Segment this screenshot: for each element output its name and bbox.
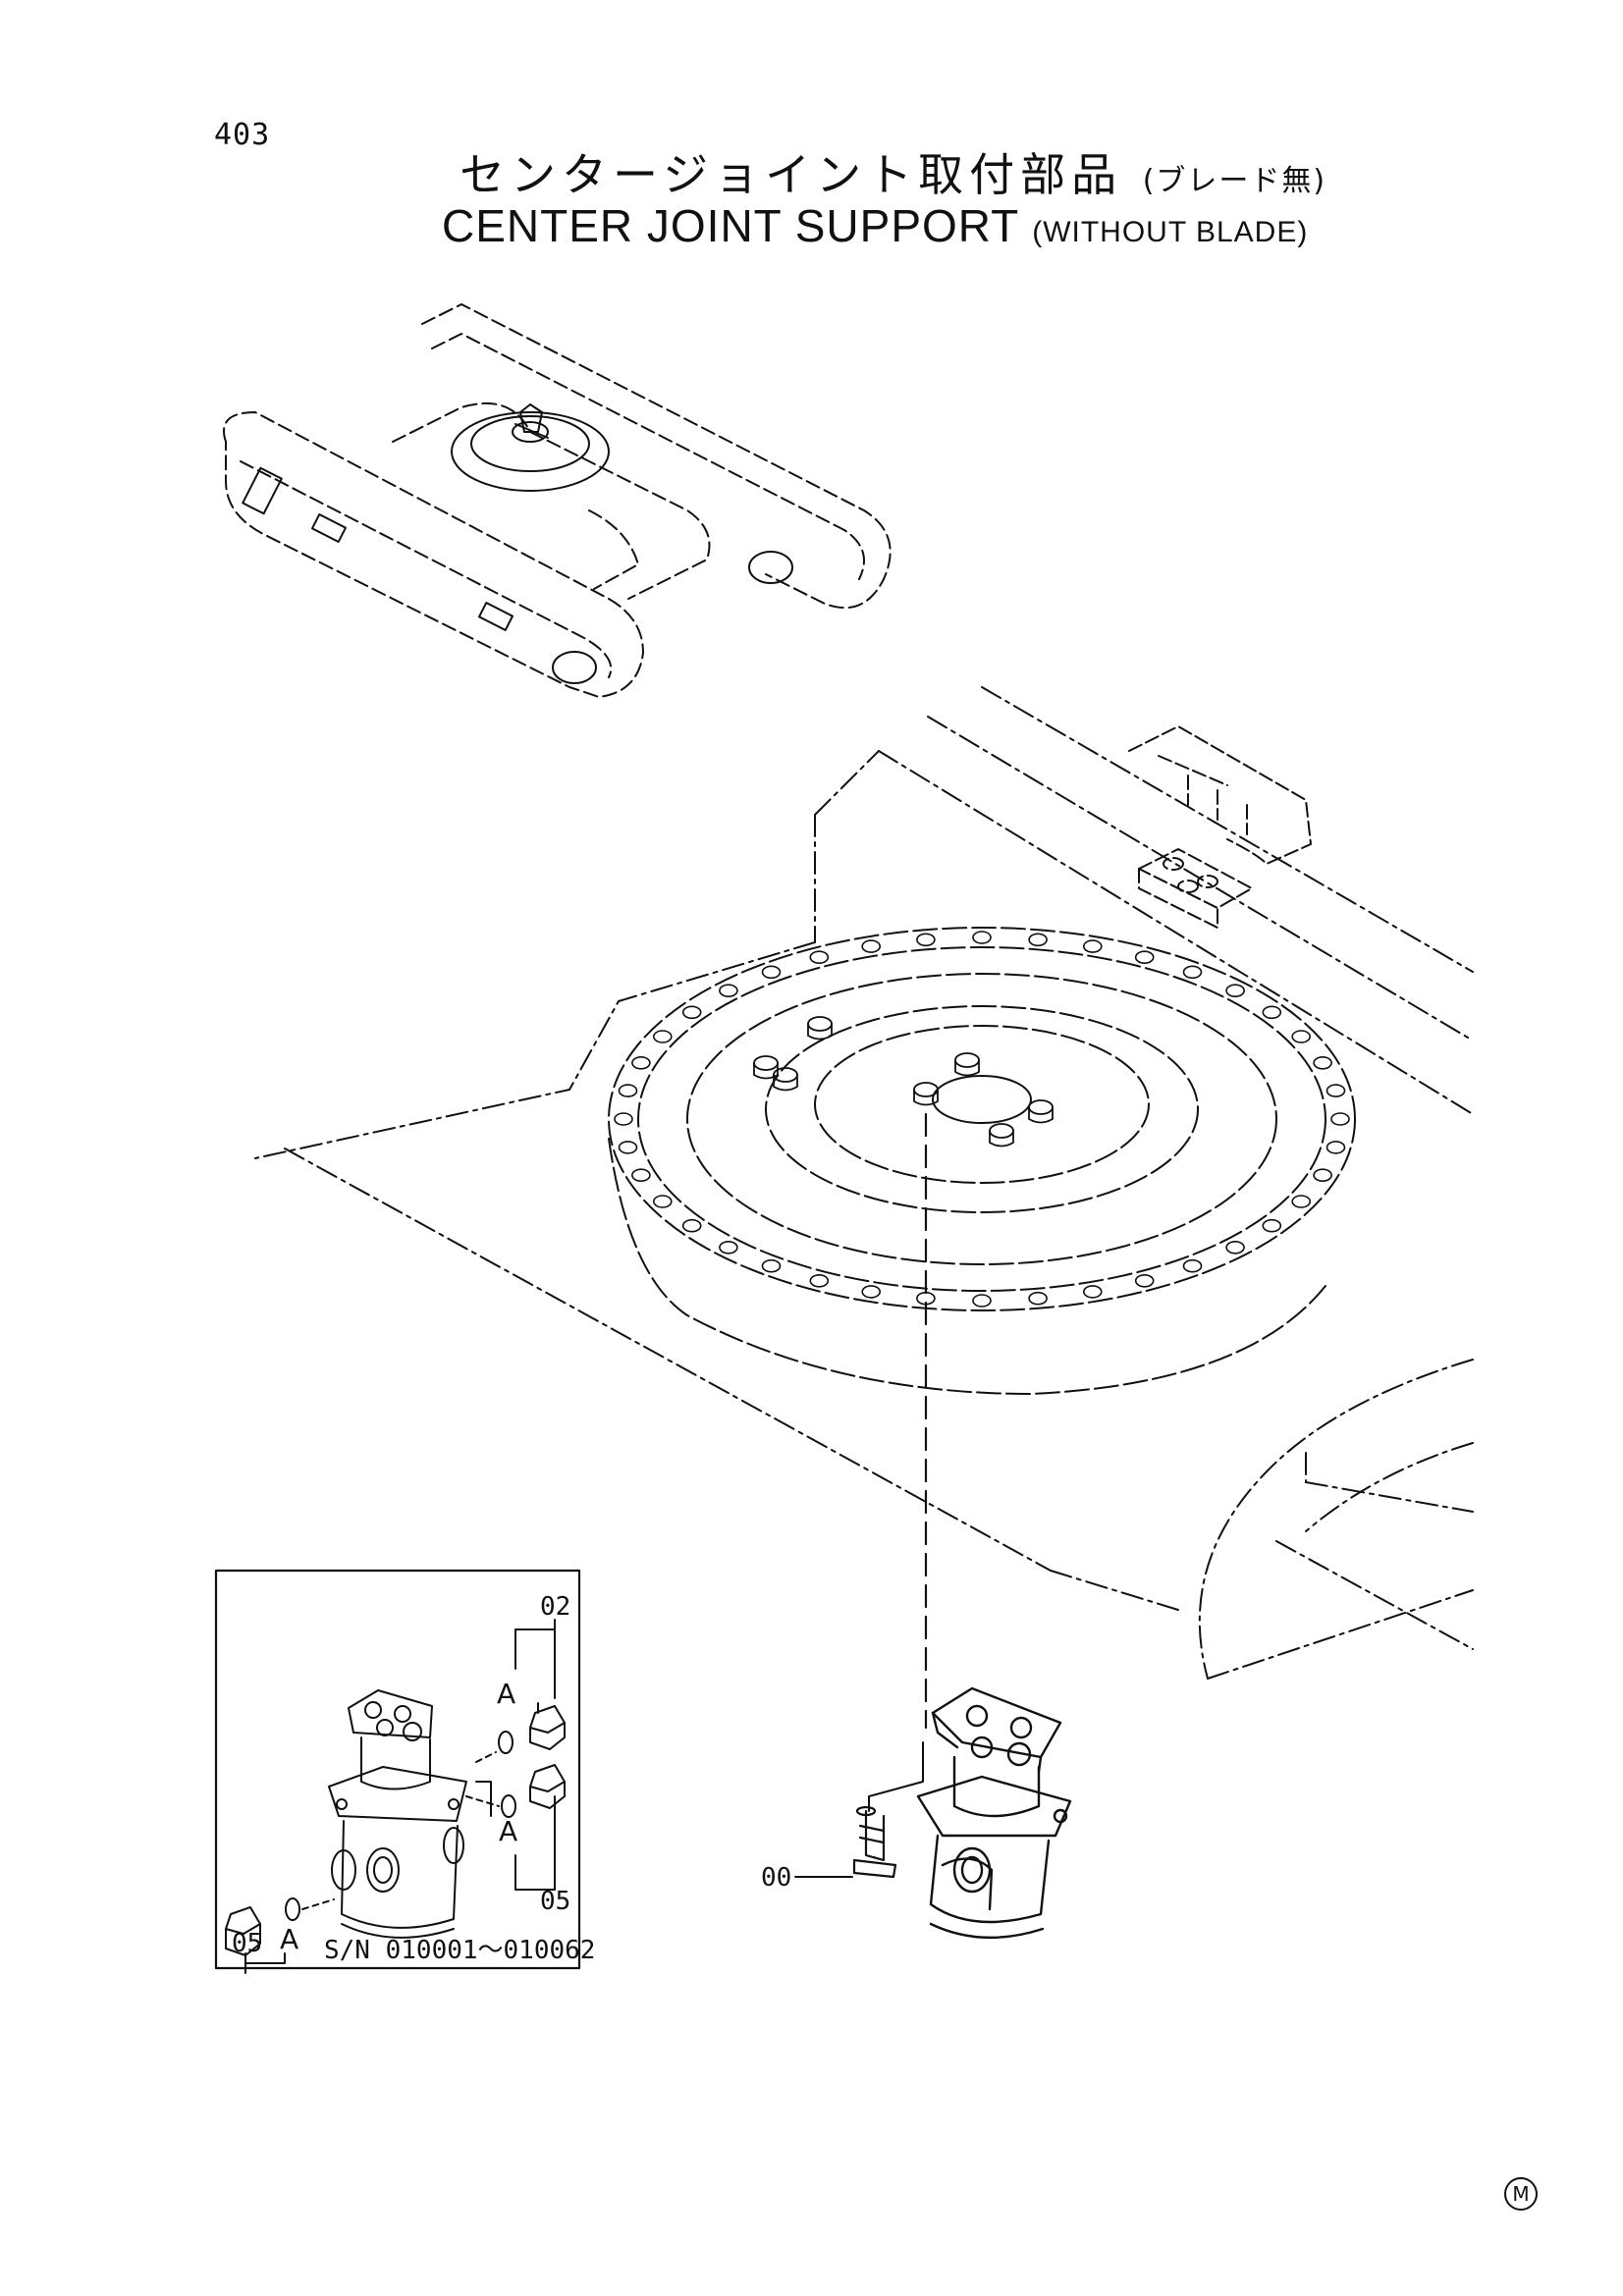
bolt-hole xyxy=(972,931,992,944)
serial-range: S/N 010001～010062 xyxy=(324,1936,595,1965)
bolt-hole xyxy=(614,1112,633,1126)
title-english-main: CENTER JOINT SUPPORT xyxy=(442,200,1019,251)
bolt-hole xyxy=(1330,1112,1350,1126)
bolt-holes xyxy=(614,931,1350,1308)
trademark-circle-icon: M xyxy=(1504,2177,1538,2211)
bolt-hole xyxy=(761,965,782,980)
title-english-sub: (WITHOUT BLADE) xyxy=(1032,216,1309,248)
bolt-hole xyxy=(861,1285,882,1299)
plug-icon xyxy=(529,1702,566,1750)
o-ring-icon xyxy=(285,1731,516,1921)
bolt-hole xyxy=(1083,1285,1103,1299)
ring-studs xyxy=(753,1016,1054,1148)
view-label-a: A xyxy=(497,1678,515,1710)
bolt-hole xyxy=(681,1005,702,1020)
bolt-hole xyxy=(1225,984,1245,998)
bolt-hole xyxy=(809,1274,830,1288)
bolt-hole xyxy=(1291,1195,1311,1208)
center-joint-icon xyxy=(916,1686,1072,1940)
bolt-hole xyxy=(1291,1030,1311,1043)
title-japanese-main: センタージョイント取付部品 xyxy=(460,148,1123,201)
bolt-hole xyxy=(1262,1005,1282,1020)
swing-bearing-small-icon xyxy=(451,403,610,492)
swing-bearing-ring-icon xyxy=(608,927,1356,1395)
bolt-hole xyxy=(631,1056,651,1070)
callout-bracket-00 xyxy=(868,1741,924,1812)
callout-label-05-left: 05 xyxy=(232,1929,262,1958)
bolt-hole xyxy=(652,1030,673,1043)
bolt-hole xyxy=(1225,1241,1245,1255)
bolt-hole xyxy=(1182,1258,1203,1273)
title-english: CENTER JOINT SUPPORT (WITHOUT BLADE) xyxy=(442,199,1308,252)
bolt-hole xyxy=(681,1218,702,1233)
undercarriage-outline-icon xyxy=(223,303,892,698)
bolt-hole xyxy=(1134,1274,1155,1288)
upper-frame-outline xyxy=(254,686,1474,1680)
title-japanese: センタージョイント取付部品 (ブレード無) xyxy=(460,139,1326,204)
bolt-hole xyxy=(1325,1141,1346,1154)
view-label-a: A xyxy=(499,1815,517,1847)
plug-icon-2 xyxy=(529,1764,566,1809)
bolt-hole xyxy=(1313,1168,1332,1182)
bolt-hole xyxy=(719,984,738,998)
bolt-hole xyxy=(1028,933,1048,947)
frame-bracket xyxy=(1128,725,1312,929)
bolt-hole xyxy=(719,1241,738,1255)
callout-label-05-right: 05 xyxy=(540,1887,570,1916)
bolt-hole xyxy=(1182,965,1203,980)
bolt-hole xyxy=(809,950,830,965)
bolt-hole xyxy=(1262,1218,1282,1233)
bolt-hole xyxy=(972,1294,992,1308)
inset-center-joint-icon xyxy=(328,1689,467,1939)
bolt-icon xyxy=(852,1805,897,1879)
bolt-hole xyxy=(652,1195,673,1208)
bolt-hole xyxy=(618,1141,638,1154)
callout-label-02: 02 xyxy=(540,1592,570,1622)
bolt-hole xyxy=(1325,1084,1346,1097)
page-number: 403 xyxy=(214,118,271,152)
track-slots xyxy=(242,466,793,684)
bolt-hole xyxy=(861,939,882,953)
bolt-hole xyxy=(631,1168,651,1182)
inset-leaders xyxy=(244,1619,556,1974)
bolt-hole xyxy=(1134,950,1155,965)
view-label-a: A xyxy=(280,1923,298,1955)
inset-frame xyxy=(214,1569,581,1970)
bolt-hole xyxy=(761,1258,782,1273)
bolt-hole xyxy=(1028,1291,1048,1306)
bolt-hole xyxy=(1313,1056,1332,1070)
bolt-hole xyxy=(618,1084,638,1097)
bolt-hole xyxy=(916,933,936,947)
title-japanese-sub: (ブレード無) xyxy=(1142,164,1327,198)
callout-label-00: 00 xyxy=(761,1863,791,1893)
bolt-hole xyxy=(1083,939,1103,953)
